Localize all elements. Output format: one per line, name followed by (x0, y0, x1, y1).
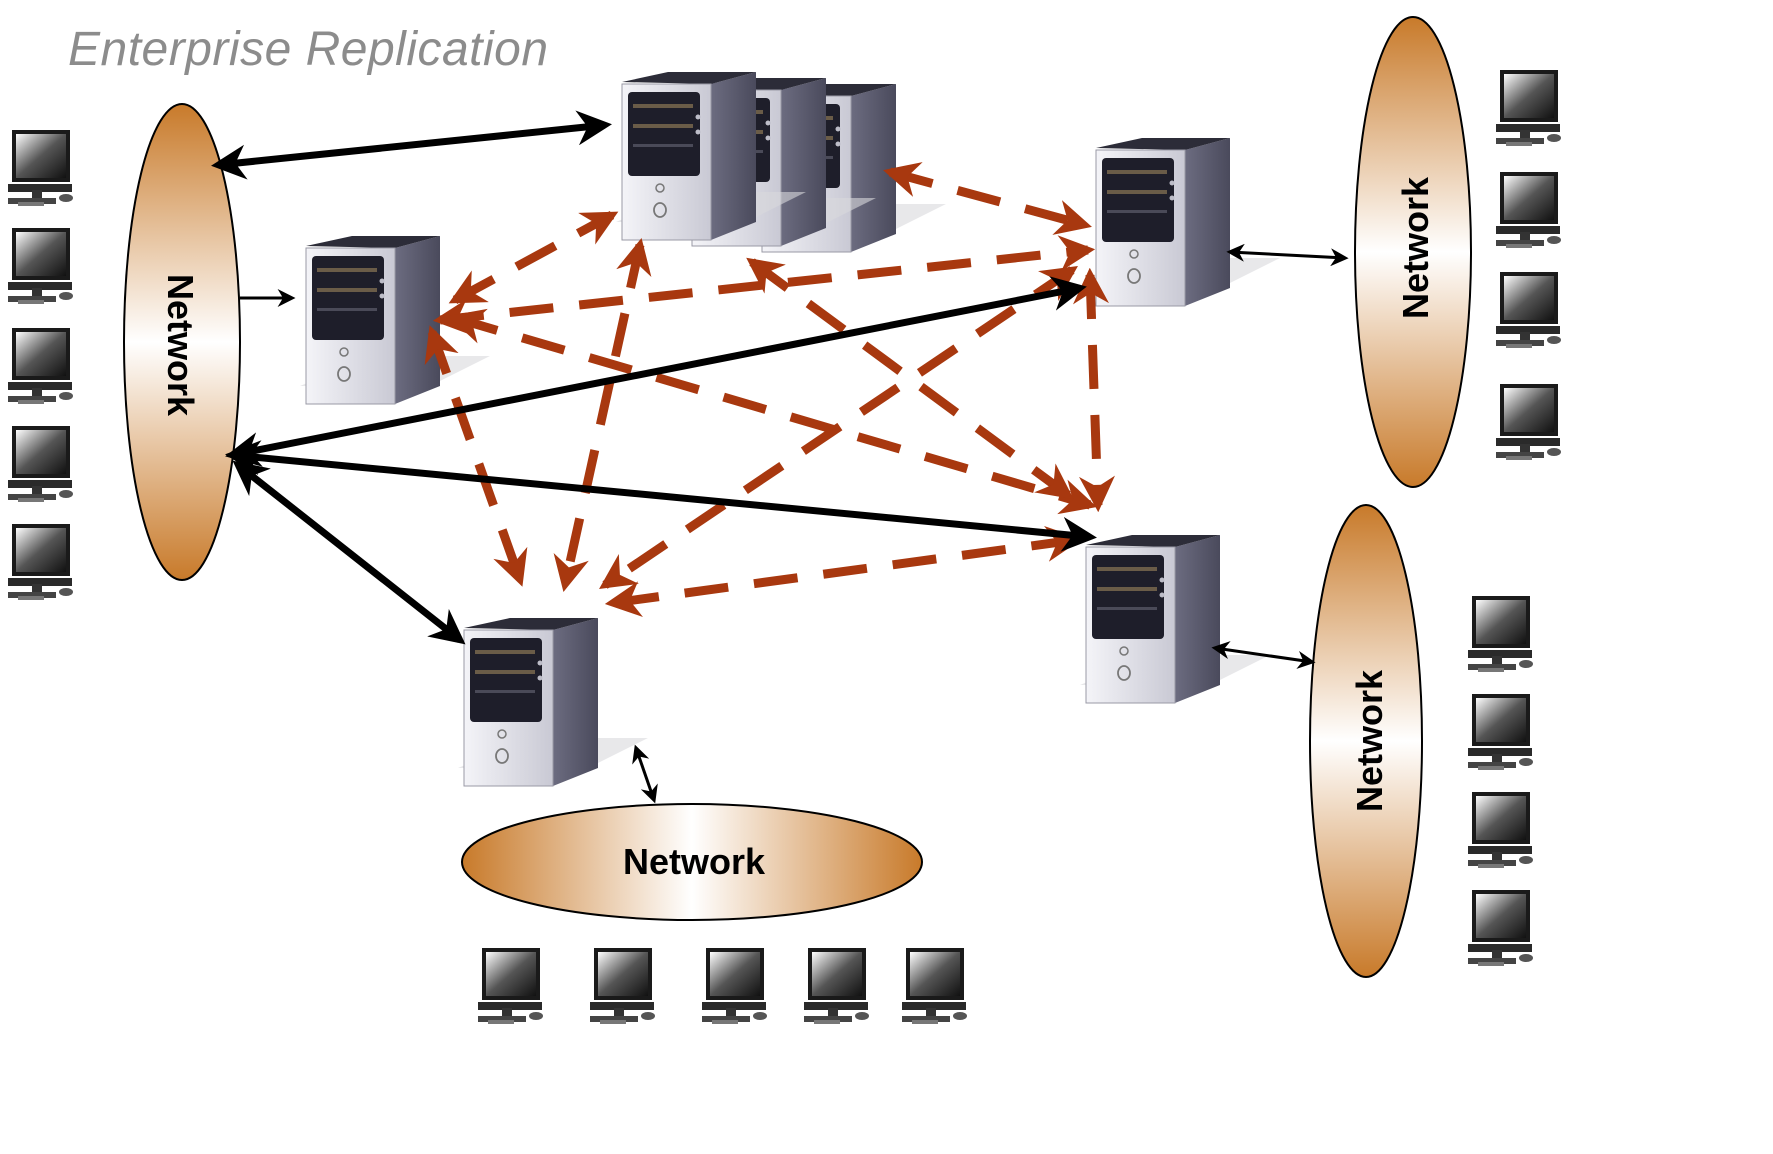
network-bottom-right-label: Network (1349, 669, 1390, 812)
client-pc-icon (1496, 70, 1561, 146)
client-pc-icon (1496, 272, 1561, 348)
network-top-right: Network (1354, 16, 1472, 488)
client-pc-icon (1468, 596, 1533, 672)
client-pc-icon (702, 948, 767, 1024)
client-pc-icon (590, 948, 655, 1024)
subtitle: Enterprise Replication (68, 23, 549, 76)
clients-left (8, 130, 73, 600)
client-pc-icon (8, 328, 73, 404)
network-left-label: Network (160, 274, 201, 417)
replication-arrow (1073, 267, 1115, 513)
network-top-right-label: Network (1395, 176, 1436, 319)
server-bottom-right (1079, 534, 1271, 704)
client-pc-icon (1468, 694, 1533, 770)
network-bottom-right: Network (1309, 504, 1423, 978)
network-bottom: Network (461, 803, 923, 921)
server-top-right (1089, 137, 1281, 307)
client-pc-icon (1496, 172, 1561, 248)
client-pc-icon (8, 524, 73, 600)
replication-arrow (553, 237, 652, 593)
client-pc-icon (1468, 792, 1533, 868)
network-bottom-label: Network (623, 841, 766, 882)
connection-arrows (211, 110, 1349, 804)
server-cluster (615, 71, 947, 253)
connection-arrow (632, 744, 658, 804)
server-bottom (457, 617, 649, 787)
connection-arrow (225, 276, 1087, 467)
clients-bottom (478, 948, 967, 1024)
client-pc-icon (8, 130, 73, 206)
client-pc-icon (1468, 890, 1533, 966)
replication-arrow (424, 325, 528, 587)
connection-arrow (211, 110, 612, 180)
replication-arrow (448, 211, 619, 304)
client-pc-icon (8, 228, 73, 304)
replication-arrow (599, 265, 1078, 590)
connection-arrow (1226, 243, 1349, 267)
client-pc-icon (8, 426, 73, 502)
replication-arrow (883, 162, 1092, 235)
clients-top-right (1496, 70, 1561, 460)
client-pc-icon (478, 948, 543, 1024)
client-pc-icon (1496, 384, 1561, 460)
connection-arrow (232, 460, 466, 645)
network-left: Network (123, 103, 241, 581)
replication-arrow (604, 526, 1083, 617)
clients-bottom-right (1468, 596, 1533, 966)
connection-arrow (1211, 641, 1316, 669)
client-pc-icon (804, 948, 869, 1024)
client-pc-icon (902, 948, 967, 1024)
